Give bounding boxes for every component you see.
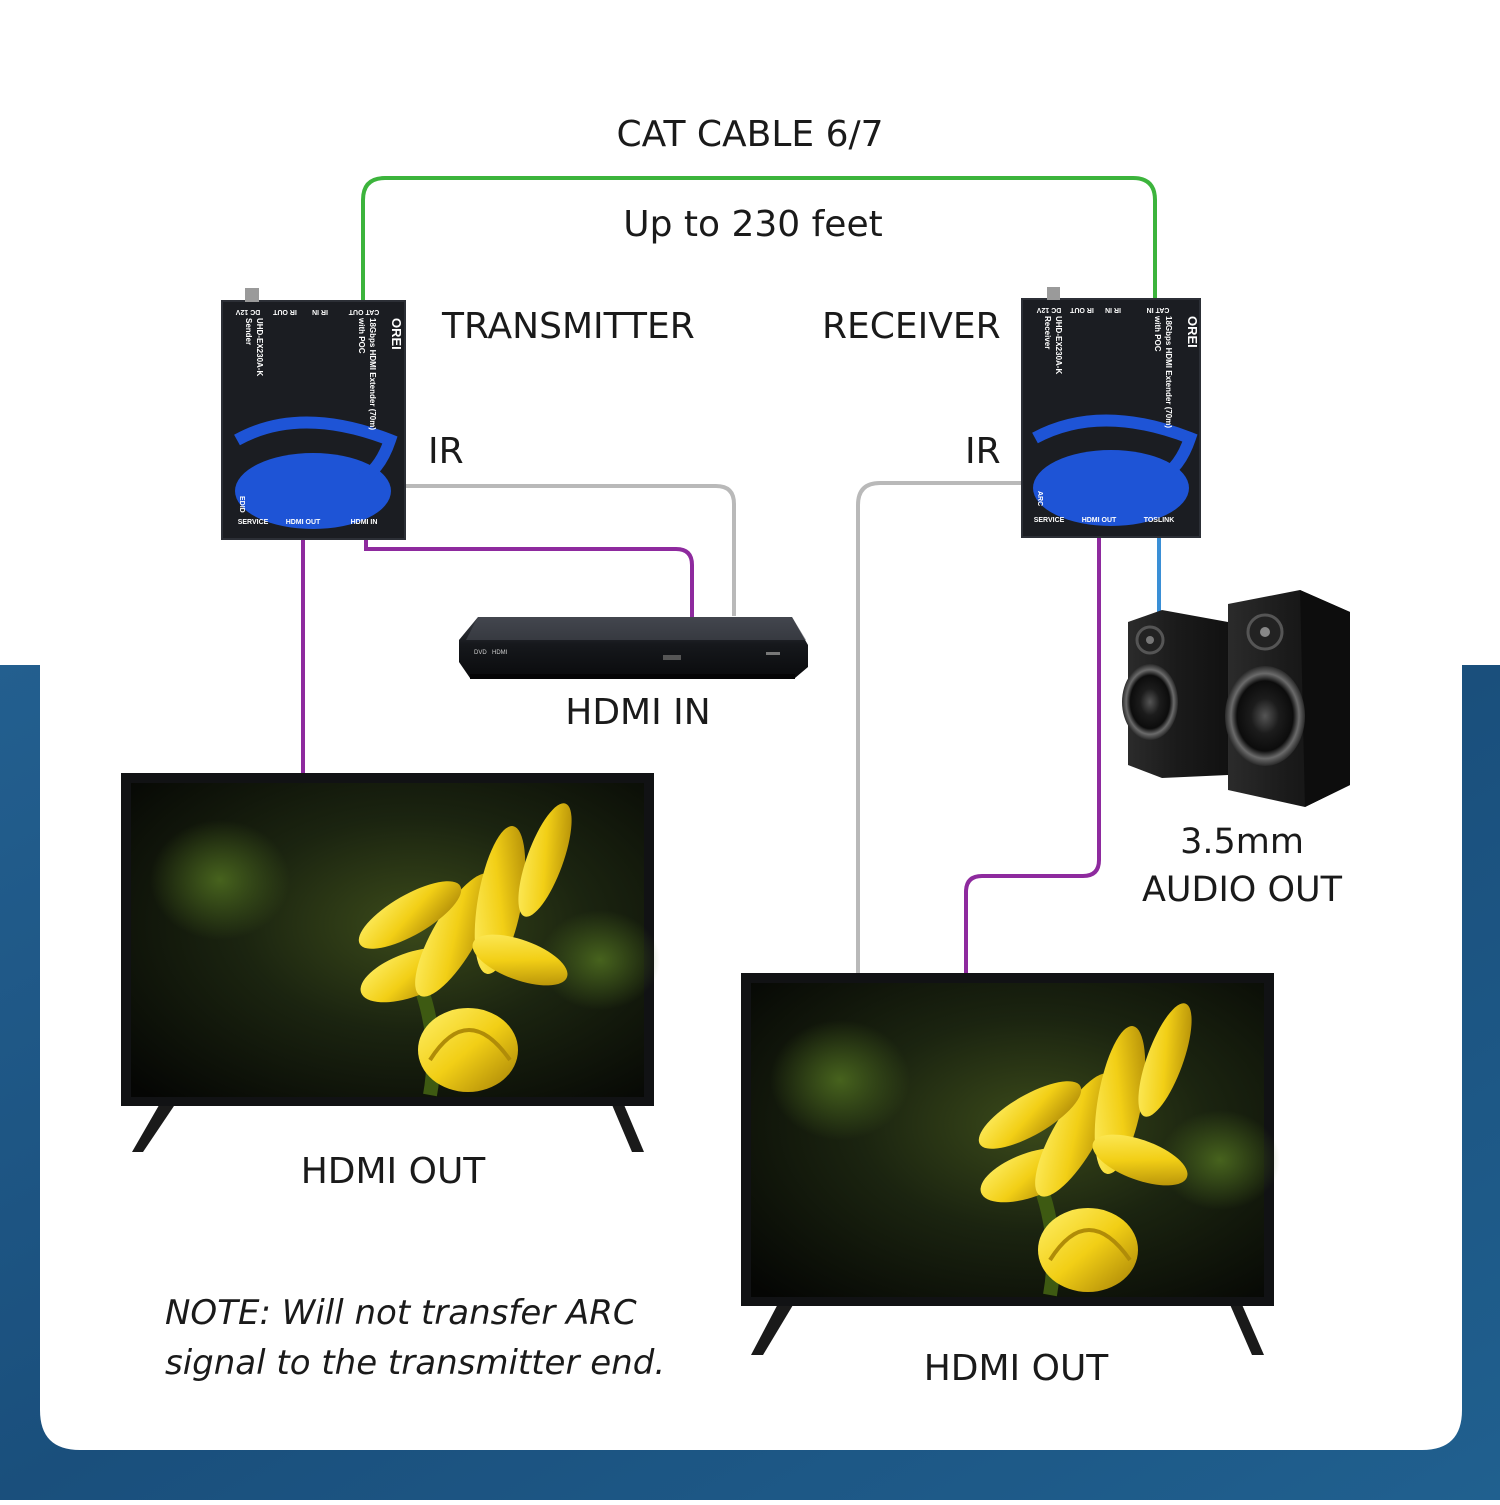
- transmitter-label: TRANSMITTER: [442, 306, 695, 347]
- transmitter-port-bottom-1: HDMI OUT: [286, 519, 321, 526]
- receiver-role: Receiver: [1043, 316, 1052, 349]
- tv-leg: [751, 1300, 796, 1355]
- receiver-port-top-1: IR IN: [1105, 306, 1121, 313]
- arc-note-line1: NOTE: Will not transfer ARC: [165, 1293, 637, 1333]
- flower-image: [150, 803, 660, 1097]
- receiver-printed-text: ОREI 18Gbps HDMI Extender (70m) with POC…: [1043, 315, 1200, 428]
- dvd-player: DVD HDMI: [459, 617, 808, 679]
- source-hdmi-cable: [364, 538, 694, 617]
- receiver-port-top-2: IR OUT: [1069, 306, 1093, 313]
- right-tv-label: HDMI OUT: [923, 1348, 1109, 1389]
- hdmi-logo: HDMI: [492, 650, 508, 656]
- speakers-label-line1: 3.5mm: [1180, 822, 1304, 862]
- transmitter-device: ОREI 18Gbps HDMI Extender (70m) with POC…: [221, 288, 406, 540]
- receiver-device: ОREI 18Gbps HDMI Extender (70m) with POC…: [1021, 287, 1201, 538]
- left-speaker: [1122, 610, 1228, 778]
- transmitter-port-bottom-2: SERVICE: [238, 519, 269, 526]
- cable-distance-label: Up to 230 feet: [623, 204, 883, 245]
- transmitter-port-top-3: DC 12V: [235, 308, 260, 315]
- left-tv: [121, 773, 660, 1152]
- cable-name-label: CAT CABLE 6/7: [616, 114, 884, 155]
- receiver-port-bottom-1: HDMI OUT: [1082, 517, 1117, 524]
- right-tv: [741, 973, 1280, 1355]
- receiver-swoosh-icon: [1032, 414, 1198, 526]
- tv-leg: [1228, 1300, 1264, 1355]
- woofer-icon: [1122, 664, 1178, 740]
- transmitter-port-top-0: CAT OUT: [348, 308, 379, 315]
- left-tv-label: HDMI OUT: [300, 1151, 486, 1192]
- transmitter-ir-label: IR: [428, 431, 464, 472]
- receiver-side-label: ARC: [1036, 491, 1043, 506]
- transmitter-model: UHD-EX230A-K: [255, 318, 264, 376]
- transmitter-printed-text: ОREI 18Gbps HDMI Extender (70m) with POC…: [244, 317, 404, 430]
- usb-port-icon: [663, 655, 681, 660]
- transmitter-ir-cable: [405, 484, 736, 616]
- flower-image: [770, 1003, 1280, 1297]
- dvd-logo: DVD: [474, 650, 487, 656]
- transmitter-port-bottom-0: HDMI IN: [351, 519, 378, 526]
- right-speaker: [1225, 590, 1350, 807]
- woofer-icon: [1225, 666, 1305, 766]
- speakers: [1122, 590, 1350, 807]
- right-tv-hdmi-cable: [964, 536, 1101, 975]
- receiver-description2: with POC: [1153, 315, 1162, 352]
- speakers-label-line2: AUDIO OUT: [1141, 870, 1343, 910]
- transmitter-description: 18Gbps HDMI Extender (70m): [368, 318, 377, 430]
- receiver-port-bottom-0: TOSLINK: [1144, 517, 1175, 524]
- receiver-port-bottom-2: SERVICE: [1034, 517, 1065, 524]
- transmitter-role: Sender: [244, 318, 253, 345]
- transmitter-port-top-2: IR OUT: [272, 308, 296, 315]
- receiver-model: UHD-EX230A-K: [1054, 316, 1063, 374]
- cat-cable: [361, 176, 1157, 300]
- arc-note-line2: signal to the transmitter end.: [165, 1343, 666, 1383]
- receiver-ir-label: IR: [965, 431, 1001, 472]
- transmitter-swoosh-icon: [234, 416, 398, 529]
- receiver-label: RECEIVER: [822, 306, 1001, 347]
- receiver-brand: ОREI: [1185, 316, 1200, 348]
- arc-note: NOTE: Will not transfer ARC signal to th…: [165, 1288, 725, 1388]
- receiver-port-top-3: DC 12V: [1036, 306, 1061, 313]
- receiver-ir-cable: [856, 481, 1024, 975]
- tv-leg: [610, 1100, 644, 1152]
- transmitter-side-label: EDID: [238, 496, 245, 513]
- receiver-description: 18Gbps HDMI Extender (70m): [1164, 316, 1173, 428]
- transmitter-brand: ОREI: [389, 318, 404, 350]
- tv-leg: [132, 1100, 178, 1152]
- transmitter-description2: with POC: [357, 317, 366, 354]
- receiver-port-top-0: CAT IN: [1147, 306, 1170, 313]
- power-button-icon: [766, 652, 780, 655]
- transmitter-port-top-1: IR IN: [312, 308, 328, 315]
- dc-connector-icon: [1047, 287, 1060, 300]
- source-label: HDMI IN: [565, 692, 711, 733]
- dc-connector-icon: [245, 288, 259, 302]
